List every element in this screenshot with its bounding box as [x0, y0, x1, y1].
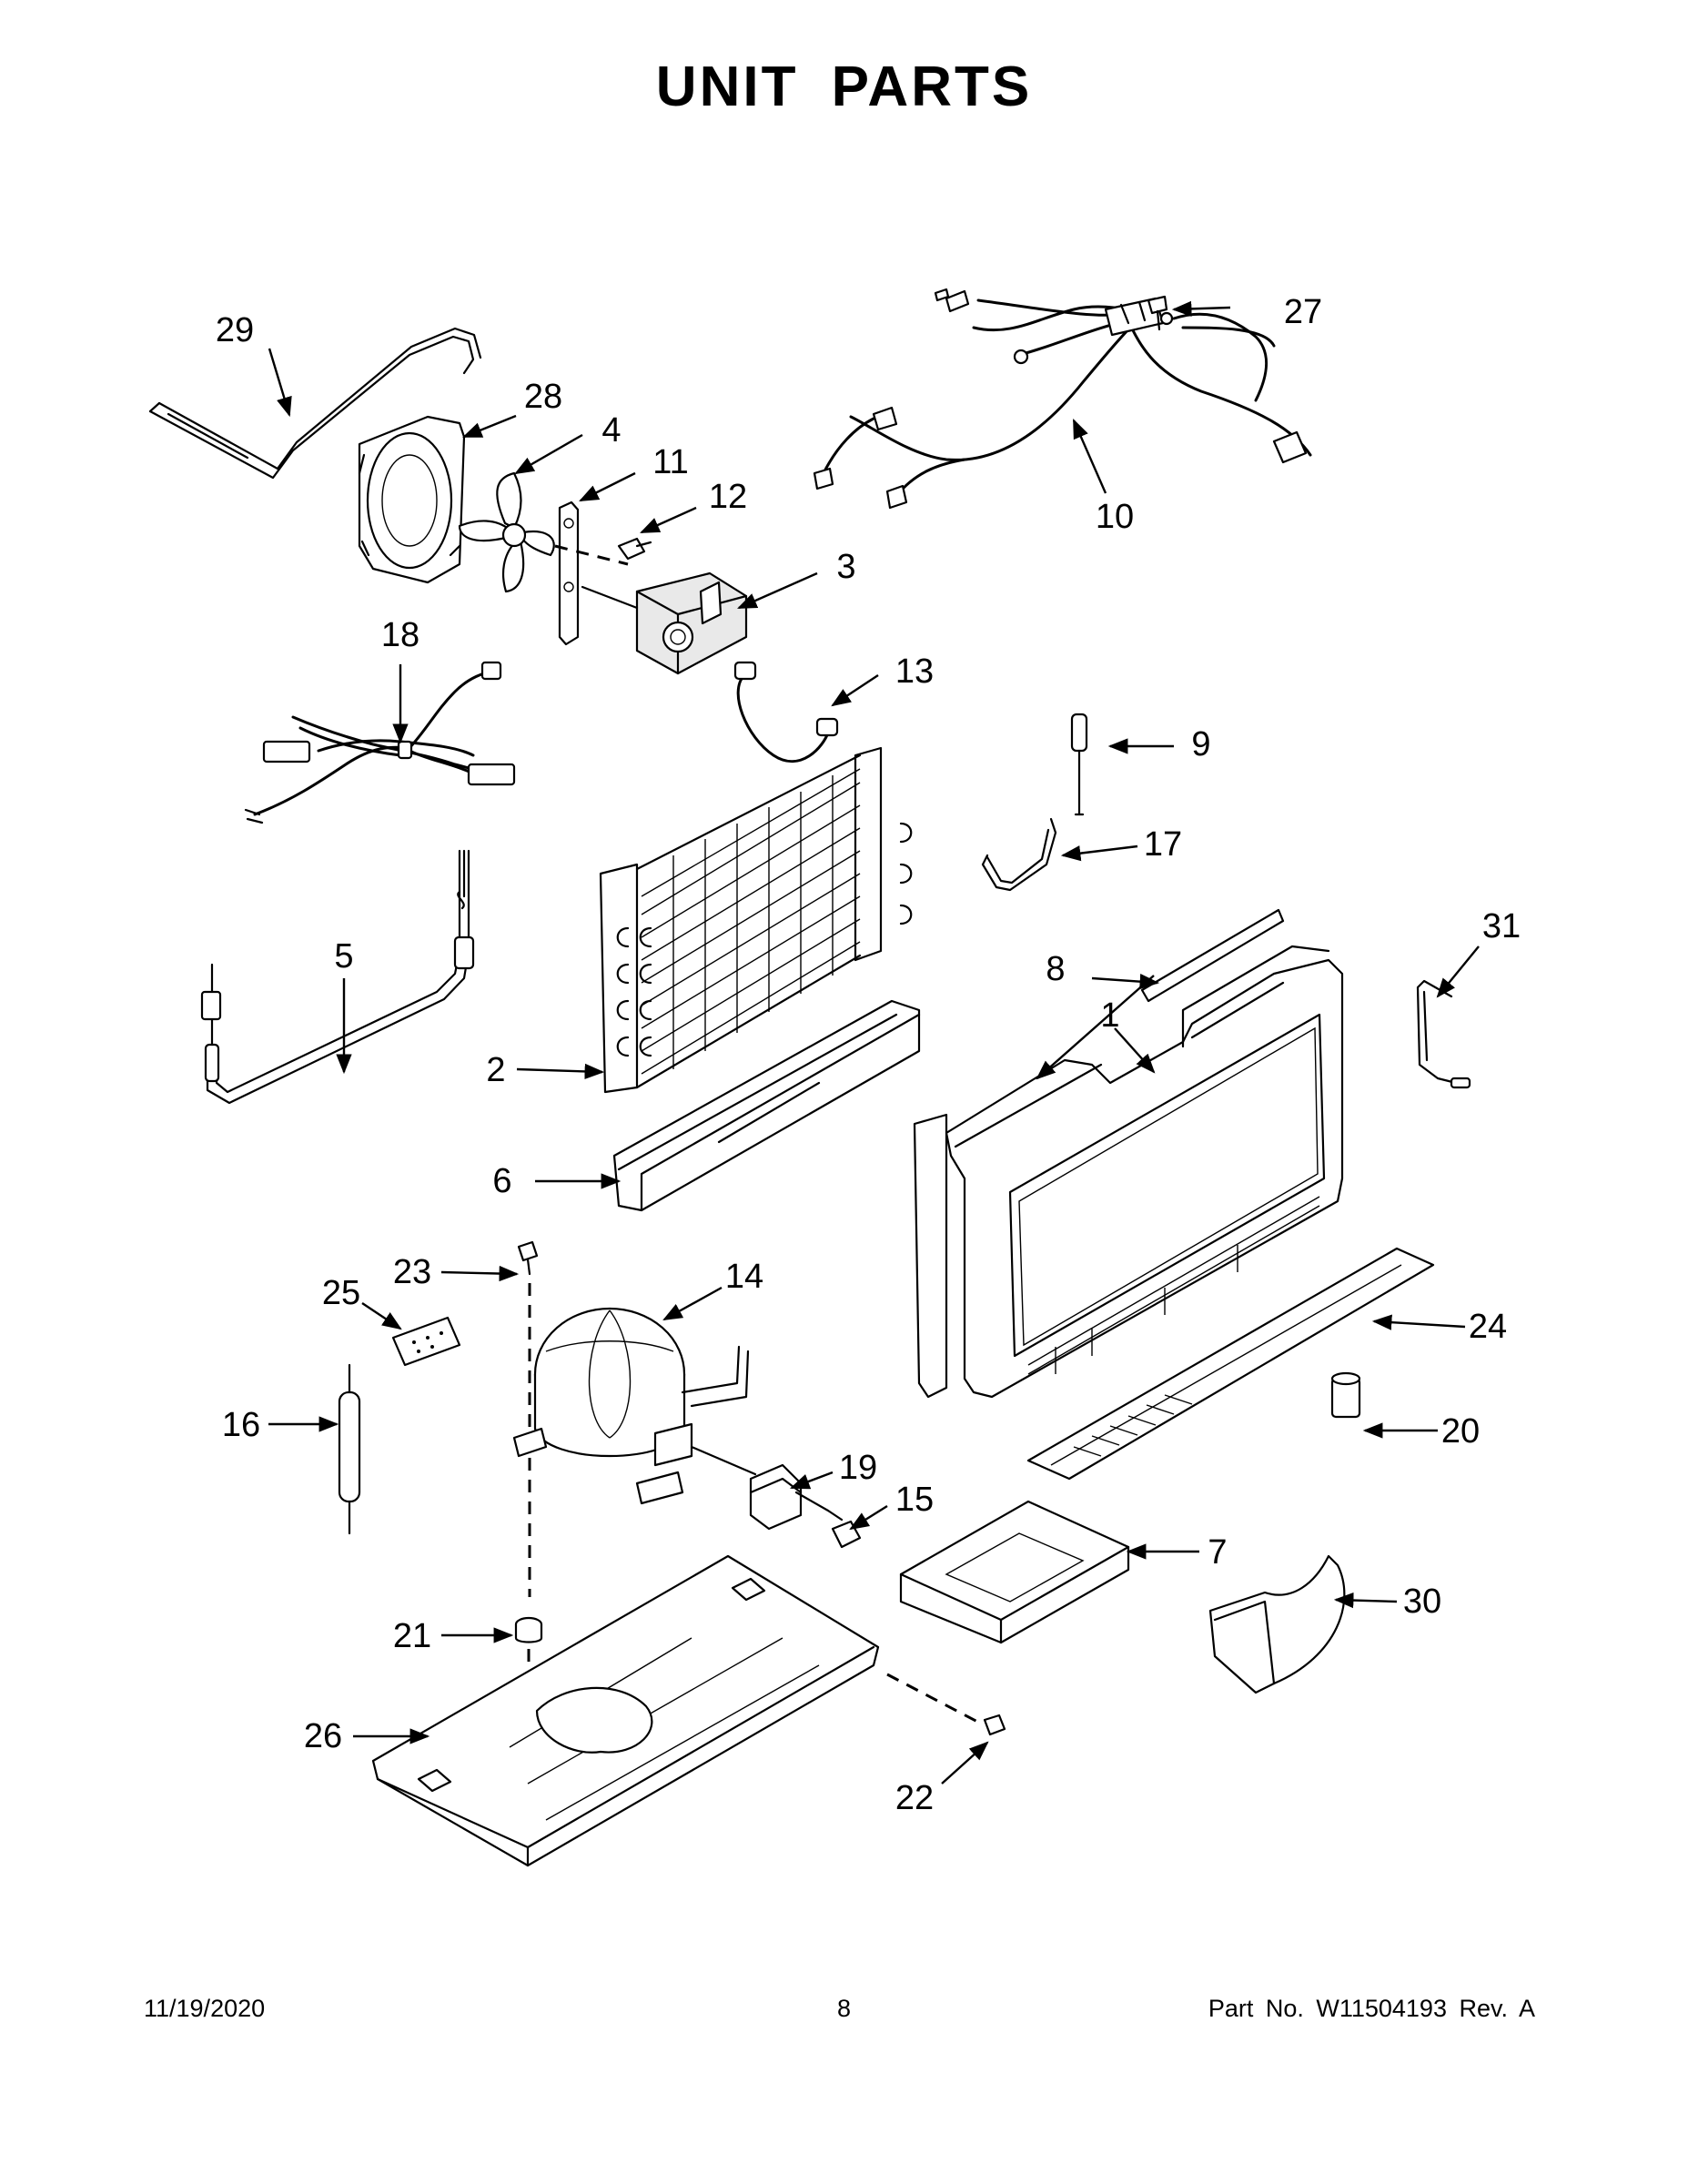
- part-4-fan-blade-illustration: [458, 471, 555, 593]
- callout-16: 16: [222, 1406, 260, 1444]
- part-16-filter-illustration: [338, 1363, 361, 1535]
- callout-6: 6: [492, 1162, 511, 1200]
- callout-9: 9: [1191, 725, 1210, 763]
- callout-12: 12: [709, 478, 747, 516]
- part-6-drain-trough-illustration: [612, 999, 921, 1212]
- part-7-drain-pan-illustration: [899, 1500, 1130, 1644]
- part-9-sensor-illustration: [1070, 713, 1088, 816]
- callout-15: 15: [895, 1481, 934, 1519]
- part-21-grommet-illustration: [514, 1616, 543, 1720]
- callout-labels: 29 28 4 11 12 3 27 10 13 18 9 17 5 2 6 8…: [216, 293, 1521, 1817]
- callout-29: 29: [216, 311, 254, 349]
- callout-31: 31: [1482, 907, 1521, 945]
- part-2-evaporator-illustration: [599, 746, 913, 1094]
- leader-lines: [268, 300, 1480, 1785]
- callout-25: 25: [322, 1274, 360, 1312]
- part-22-screw-illustration: [886, 1673, 1006, 1736]
- callout-1: 1: [1100, 996, 1119, 1035]
- part-11-bracket-illustration: [554, 500, 629, 646]
- part-27-screw-illustration: [1147, 295, 1168, 331]
- part-1-panel-illustration: [913, 945, 1344, 1399]
- callout-3: 3: [836, 548, 855, 586]
- callout-10: 10: [1096, 498, 1134, 536]
- part-30-duct-illustration: [1208, 1554, 1346, 1694]
- part-20-part-illustration: [1330, 1371, 1361, 1419]
- callout-8: 8: [1046, 950, 1065, 988]
- callout-13: 13: [895, 652, 934, 691]
- part-12-screw-illustration: [617, 537, 652, 561]
- part-24-cover-illustration: [1026, 1247, 1435, 1481]
- part-3-fan-motor-illustration: [581, 571, 748, 675]
- footer-part-number: Part No. W11504193 Rev. A: [1208, 1995, 1535, 2022]
- footer-page-number: 8: [836, 1995, 852, 2022]
- callout-5: 5: [334, 937, 353, 976]
- callout-30: 30: [1403, 1582, 1441, 1621]
- part-5-heater-illustration: [200, 849, 475, 1105]
- callout-20: 20: [1441, 1412, 1480, 1451]
- footer-date: 11/19/2020: [144, 1995, 266, 2022]
- callout-22: 22: [895, 1779, 934, 1817]
- callout-23: 23: [393, 1253, 431, 1291]
- part-10-wire-harness-illustration: [813, 288, 1312, 510]
- part-31-wire-illustration: [1416, 979, 1471, 1089]
- part-13-harness-illustration: [733, 661, 839, 763]
- callout-19: 19: [839, 1449, 877, 1487]
- callout-26: 26: [304, 1717, 342, 1755]
- callout-4: 4: [601, 411, 621, 450]
- page-title: UNIT PARTS: [655, 56, 1033, 118]
- callout-17: 17: [1144, 825, 1182, 864]
- callout-21: 21: [393, 1617, 431, 1655]
- callout-28: 28: [524, 378, 562, 416]
- callout-14: 14: [725, 1258, 763, 1296]
- callout-27: 27: [1284, 293, 1322, 331]
- callout-24: 24: [1469, 1308, 1507, 1346]
- callout-18: 18: [381, 616, 419, 654]
- callout-11: 11: [652, 443, 688, 481]
- callout-2: 2: [486, 1051, 505, 1089]
- part-25-plate-illustration: [391, 1316, 461, 1367]
- part-17-clip-illustration: [981, 817, 1057, 892]
- part-14-compressor-illustration: [512, 1307, 757, 1505]
- part-28-fan-shroud-illustration: [358, 415, 466, 584]
- callout-7: 7: [1208, 1533, 1227, 1572]
- part-29-tube-illustration: [148, 327, 482, 480]
- part-26-base-plate-illustration: [371, 1554, 880, 1867]
- part-18-wire-harness-illustration: [244, 661, 516, 824]
